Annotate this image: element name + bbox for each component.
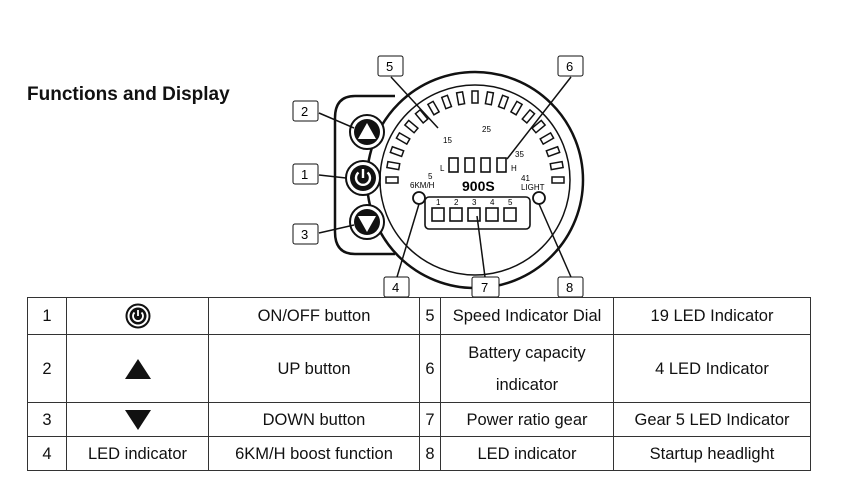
gear-led-segments bbox=[431, 207, 517, 222]
down-button-graphic bbox=[349, 204, 385, 240]
battery-low-label: L bbox=[440, 164, 445, 173]
table-row: 1 ON/OFF button 5 Speed Indicator Dial 1… bbox=[27, 297, 811, 335]
speed-led-segment bbox=[521, 108, 536, 124]
speed-led-segment bbox=[385, 176, 399, 184]
speed-led-segment bbox=[539, 131, 555, 146]
svg-text:8: 8 bbox=[566, 280, 573, 295]
callout-2: 2 bbox=[292, 100, 319, 122]
speed-tick-41: 41 bbox=[521, 174, 530, 183]
speed-led-segment bbox=[509, 100, 524, 116]
gear-numbers: 1 2 3 4 5 bbox=[436, 198, 513, 207]
light-label: LIGHT bbox=[521, 183, 545, 192]
svg-text:1: 1 bbox=[436, 198, 441, 207]
speed-led-segment bbox=[426, 100, 441, 116]
svg-text:5: 5 bbox=[386, 59, 393, 74]
callout-8: 8 bbox=[557, 276, 584, 298]
callout-1: 1 bbox=[292, 163, 319, 185]
svg-text:4: 4 bbox=[490, 198, 495, 207]
svg-text:7: 7 bbox=[481, 280, 488, 295]
button-housing bbox=[333, 94, 395, 256]
speed-led-segment bbox=[471, 90, 479, 104]
up-button-graphic bbox=[349, 114, 385, 150]
svg-text:4: 4 bbox=[392, 280, 399, 295]
speed-led-segment bbox=[497, 94, 510, 110]
power-button-graphic bbox=[345, 160, 381, 196]
boost-indicator bbox=[412, 191, 426, 205]
speed-led-segment bbox=[395, 131, 411, 146]
svg-text:5: 5 bbox=[508, 198, 513, 207]
svg-text:6: 6 bbox=[566, 59, 573, 74]
leader-lines bbox=[318, 76, 572, 278]
speed-tick-15: 15 bbox=[443, 136, 452, 145]
speed-led-segment bbox=[403, 119, 419, 134]
speed-led-segment bbox=[531, 119, 547, 134]
speed-tick-25: 25 bbox=[482, 125, 491, 134]
down-triangle-icon bbox=[124, 409, 151, 430]
speed-led-segment bbox=[455, 91, 466, 106]
speed-led-segment bbox=[389, 145, 405, 158]
table-row: 4 LED indicator 6KM/H boost function 8 L… bbox=[27, 436, 811, 471]
callout-6: 6 bbox=[557, 55, 584, 77]
svg-text:2: 2 bbox=[454, 198, 459, 207]
speed-led-segment bbox=[414, 108, 429, 124]
speed-led-segment bbox=[551, 176, 565, 184]
battery-segments bbox=[448, 157, 507, 173]
section-title: Functions and Display bbox=[27, 84, 230, 105]
callout-7: 7 bbox=[471, 276, 500, 298]
speed-led-arc bbox=[385, 90, 565, 184]
svg-text:3: 3 bbox=[472, 198, 477, 207]
function-table: 1 ON/OFF button 5 Speed Indicator Dial 1… bbox=[27, 297, 811, 471]
table-row: 3 DOWN button 7 Power ratio gear Gear 5 … bbox=[27, 402, 811, 437]
kmh-label: 6KM/H bbox=[410, 181, 435, 190]
model-label: 900S bbox=[462, 178, 495, 194]
callout-5: 5 bbox=[377, 55, 404, 77]
speed-led-segment bbox=[549, 160, 564, 171]
speed-led-segment bbox=[545, 145, 561, 158]
speed-led-segment bbox=[386, 160, 401, 171]
callout-4: 4 bbox=[383, 276, 410, 298]
speed-led-segment bbox=[484, 91, 495, 106]
callout-3: 3 bbox=[292, 223, 319, 245]
svg-text:1: 1 bbox=[301, 167, 308, 182]
headlight-indicator bbox=[532, 191, 546, 205]
table-row: 2 UP button 6 Battery capacity indicator… bbox=[27, 334, 811, 403]
up-triangle-icon bbox=[124, 358, 151, 379]
battery-high-label: H bbox=[511, 164, 517, 173]
svg-text:2: 2 bbox=[301, 104, 308, 119]
svg-text:3: 3 bbox=[301, 227, 308, 242]
speed-tick-5: 5 bbox=[428, 172, 433, 181]
power-icon bbox=[125, 303, 150, 329]
display-diagram: 5 15 25 35 41 L H 6KM/H LIGHT 900S 1 2 3… bbox=[292, 55, 585, 298]
speed-tick-35: 35 bbox=[515, 150, 524, 159]
speed-led-segment bbox=[440, 94, 453, 110]
